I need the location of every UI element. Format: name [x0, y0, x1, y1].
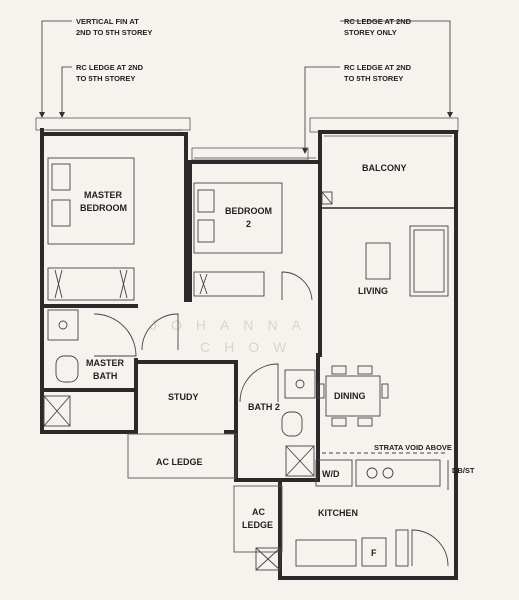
master-bedroom-label-1: MASTER: [84, 190, 123, 200]
living-furniture: [321, 191, 449, 297]
dbst-label: DB/ST: [452, 466, 475, 475]
study-label: STUDY: [168, 392, 199, 402]
balcony-label: BALCONY: [362, 163, 407, 173]
kitchen-label: KITCHEN: [318, 508, 358, 518]
ac-ledge-small-label-2: LEDGE: [242, 520, 273, 530]
master-bath-fixtures: [43, 309, 179, 427]
bedroom2-door: [281, 271, 313, 301]
bedroom2-bed: [193, 182, 283, 297]
watermark-line2: CHOW: [200, 339, 300, 355]
dining-label: DINING: [334, 391, 366, 401]
vertical-fin-note-1: VERTICAL FIN AT: [76, 17, 139, 26]
rc-ledge-right-note-1: RC LEDGE AT 2ND: [344, 63, 412, 72]
vertical-fin-note-2: 2ND TO 5TH STOREY: [76, 28, 152, 37]
rc-ledge-left-note-1: RC LEDGE AT 2ND: [76, 63, 144, 72]
ac-ledge-main-label: AC LEDGE: [156, 457, 203, 467]
wd-label: W/D: [322, 469, 340, 479]
master-bath-label-2: BATH: [93, 371, 117, 381]
rc-ledge-right-note-2: TO 5TH STOREY: [344, 74, 403, 83]
living-label: LIVING: [358, 286, 388, 296]
ledges: [35, 117, 459, 161]
bath2-label: BATH 2: [248, 402, 280, 412]
bedroom2-label-2: 2: [246, 219, 251, 229]
windows: [46, 129, 452, 159]
bedroom2-label-1: BEDROOM: [225, 206, 272, 216]
leader-arrows: [39, 112, 453, 154]
rc-ledge-right-top-note-2: STOREY ONLY: [344, 28, 397, 37]
master-bed: [47, 157, 135, 301]
rc-ledge-left-note-2: TO 5TH STOREY: [76, 74, 135, 83]
watermark-line1: JOHANNA: [150, 317, 315, 333]
fridge-label: F: [371, 548, 377, 558]
kitchen-fixtures: [295, 459, 449, 567]
ac-ledge-small-label-1: AC: [252, 507, 265, 517]
annotation-leaders: [41, 20, 451, 148]
strata-void-label: STRATA VOID ABOVE: [374, 443, 452, 452]
bath2-fixtures: [239, 363, 316, 477]
ac-ledge-areas: [127, 433, 283, 553]
master-bedroom-label-2: BEDROOM: [80, 203, 127, 213]
dining-table: [317, 365, 389, 427]
master-bath-label-1: MASTER: [86, 358, 125, 368]
rc-ledge-right-top-note-1: RC LEDGE AT 2ND: [344, 17, 412, 26]
ac-floor-trap: [255, 547, 281, 571]
walls: [40, 128, 458, 580]
